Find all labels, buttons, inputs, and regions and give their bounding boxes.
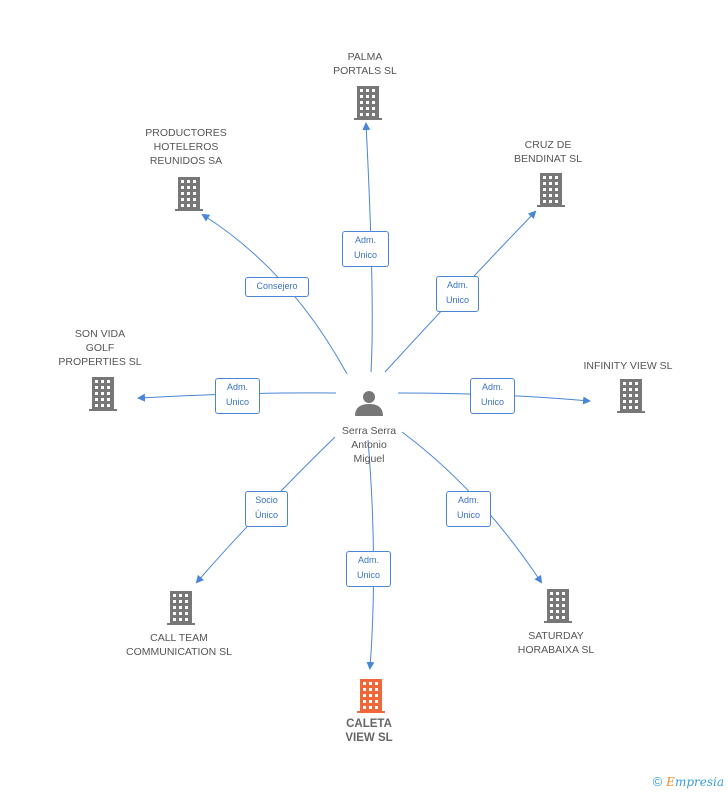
relation-label-sonvida: Adm. Unico bbox=[215, 378, 260, 414]
company-label-caleta[interactable]: CALETA VIEW SL bbox=[345, 718, 393, 744]
brand-name: mpresia bbox=[674, 775, 724, 789]
relation-label-infinity: Adm. Unico bbox=[470, 378, 515, 414]
relation-label-palma: Adm. Unico bbox=[342, 231, 389, 267]
company-label-sonvida[interactable]: SON VIDA GOLF PROPERTIES SL bbox=[58, 328, 142, 368]
relation-label-saturday: Adm. Unico bbox=[446, 491, 491, 527]
company-label-callteam[interactable]: CALL TEAM COMMUNICATION SL bbox=[126, 632, 232, 658]
company-label-saturday[interactable]: SATURDAY HORABAIXA SL bbox=[517, 630, 595, 656]
person-label: Serra Serra Antonio Miguel bbox=[341, 425, 397, 465]
building-icon-saturday[interactable] bbox=[544, 589, 572, 623]
company-label-cruz[interactable]: CRUZ DE BENDINAT SL bbox=[514, 139, 582, 165]
building-icon-sonvida[interactable] bbox=[89, 377, 117, 411]
building-icon-cruz[interactable] bbox=[537, 173, 565, 207]
empresia-brand[interactable]: ©Empresia bbox=[653, 774, 724, 789]
relation-label-callteam: Socio Único bbox=[245, 491, 288, 527]
company-label-infinity[interactable]: INFINITY VIEW SL bbox=[583, 360, 673, 372]
building-icon-productores[interactable] bbox=[175, 177, 203, 211]
company-label-productores[interactable]: PRODUCTORES HOTELEROS REUNIDOS SA bbox=[145, 127, 227, 167]
company-label-palma[interactable]: PALMA PORTALS SL bbox=[333, 51, 397, 77]
person-icon[interactable] bbox=[355, 391, 383, 416]
relation-label-cruz: Adm. Unico bbox=[436, 276, 479, 312]
copyright-icon: © bbox=[652, 774, 663, 789]
building-icon-infinity[interactable] bbox=[617, 379, 645, 413]
brand-initial: E bbox=[666, 775, 675, 789]
relation-label-productores: Consejero bbox=[245, 277, 309, 297]
building-icon-callteam[interactable] bbox=[167, 591, 195, 625]
edge-palma bbox=[362, 122, 373, 373]
building-icon-palma[interactable] bbox=[354, 86, 382, 120]
building-icon-caleta[interactable] bbox=[357, 679, 385, 713]
relation-label-caleta: Adm. Unico bbox=[346, 551, 391, 587]
